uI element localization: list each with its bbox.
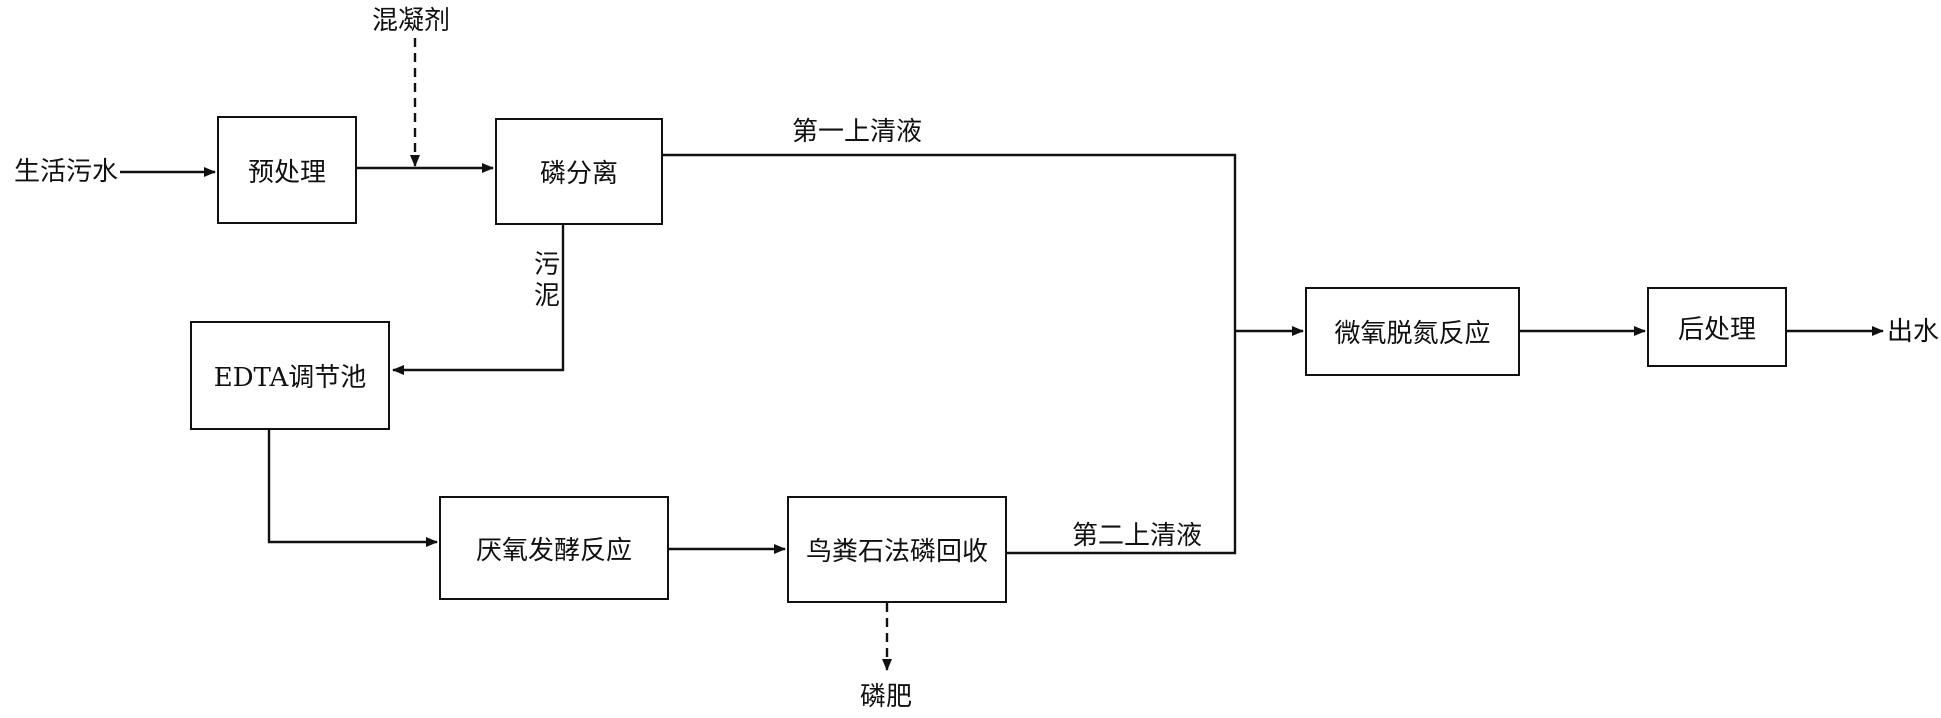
post-treatment-box: 后处理 [1647, 287, 1787, 367]
phosphorus-separation-box: 磷分离 [495, 118, 663, 225]
line-first-supernatant [663, 153, 1237, 331]
arrow-sludge-to-edta [392, 225, 565, 375]
pretreatment-box: 预处理 [217, 116, 357, 224]
anaerobic-fermentation-box: 厌氧发酵反应 [439, 496, 669, 600]
second-supernatant-label: 第二上清液 [1072, 521, 1203, 551]
line-second-supernatant [1007, 331, 1237, 555]
sludge-label: 污泥 [533, 250, 560, 312]
first-supernatant-label: 第一上清液 [792, 117, 923, 147]
domestic-sewage-label: 生活污水 [14, 157, 119, 187]
phosphate-fertilizer-label: 磷肥 [860, 682, 913, 712]
edta-tank-box: EDTA调节池 [190, 321, 390, 430]
arrow-edta-to-fermentation [267, 430, 438, 547]
effluent-label: 出水 [1887, 317, 1940, 347]
struvite-recovery-box: 鸟粪石法磷回收 [787, 496, 1007, 603]
coagulant-label: 混凝剂 [372, 6, 451, 36]
micro-oxygen-denitrification-box: 微氧脱氮反应 [1305, 287, 1520, 376]
